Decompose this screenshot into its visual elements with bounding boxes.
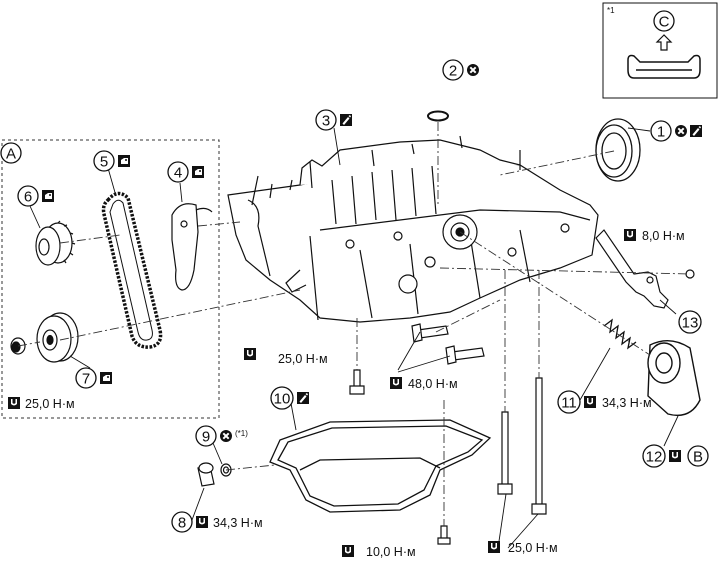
torque-wrench-icon [244, 348, 256, 360]
lower-cylinder-block [227, 135, 599, 323]
torque-wrench-icon [488, 541, 500, 553]
torque-label-8: 8,0 Н·м [624, 229, 685, 243]
oil-pan [269, 419, 492, 513]
callout-a: A [6, 146, 16, 163]
svg-text:10,0 Н·м: 10,0 Н·м [366, 545, 416, 559]
timing-chain-detail-box: A [0, 139, 220, 419]
o-ring [427, 110, 449, 122]
svg-text:11: 11 [561, 395, 577, 412]
svg-text:25,0 Н·м: 25,0 Н·м [278, 352, 328, 366]
svg-text:13: 13 [682, 315, 699, 332]
crankshaft-sprocket [36, 312, 79, 363]
torque-relief-valve: 34,3 Н·м [602, 396, 652, 410]
svg-text:5: 5 [100, 154, 108, 171]
drain-plug [197, 462, 232, 487]
torque-wrench-icon [584, 396, 596, 408]
relief-spring [603, 318, 637, 350]
callout-10: 10 [270, 386, 309, 410]
up-arrow-icon [655, 34, 673, 51]
callout-5: 5 [93, 150, 130, 172]
callout-c: C [659, 14, 670, 31]
svg-text:8,0 Н·м: 8,0 Н·м [642, 229, 685, 243]
oil-pressure-switch-bracket [595, 229, 695, 309]
footnote-ref: (*1) [235, 429, 248, 438]
torque-wrench-icon [196, 516, 208, 528]
callout-9: 9 (*1) [195, 425, 248, 447]
svg-text:10: 10 [274, 391, 291, 408]
apply-oil-icon [42, 190, 54, 202]
svg-text:4: 4 [174, 165, 182, 182]
torque-wrench-icon [342, 545, 354, 557]
torque-drain-plug: 34,3 Н·м [213, 516, 263, 530]
callout-3: 3 [315, 109, 352, 131]
svg-text:6: 6 [24, 189, 32, 206]
alignment-lines [17, 122, 691, 526]
svg-text:25,0 Н·м: 25,0 Н·м [508, 541, 558, 555]
block-bolt [349, 369, 365, 395]
callout-11: 11 34,3 Н·м [557, 390, 652, 414]
main-bearing-bolts [411, 323, 485, 365]
apply-oil-icon [100, 372, 112, 384]
svg-text:1: 1 [657, 124, 665, 141]
timing-chain [101, 191, 163, 349]
do-not-reuse-icon [466, 63, 480, 77]
callout-12: 12 B [642, 444, 709, 468]
apply-oil-icon [192, 166, 204, 178]
callout-8: 8 34,3 Н·м [171, 511, 263, 533]
seal-lip-profile [627, 54, 701, 79]
callout-4: 4 [167, 161, 204, 183]
footnote-marker: *1 [607, 6, 615, 15]
oil-filter [647, 340, 701, 417]
oil-pan-bolt [437, 525, 451, 545]
callout-7: 7 [75, 367, 112, 389]
torque-wrench-icon [8, 397, 20, 409]
do-not-reuse-icon [674, 124, 688, 138]
do-not-reuse-icon [219, 429, 233, 443]
torque-wrench-icon [390, 377, 402, 389]
callout-2: 2 [442, 59, 480, 81]
chain-tensioner [171, 203, 213, 291]
svg-text:48,0 Н·м: 48,0 Н·м [408, 377, 458, 391]
torque-label-25-mid: 25,0 Н·м [244, 348, 328, 366]
svg-text:9: 9 [202, 429, 210, 446]
callout-6: 6 [17, 185, 54, 207]
apply-oil-icon [118, 155, 130, 167]
oil-pump-sprocket [35, 220, 76, 266]
torque-wrench-icon [669, 450, 681, 462]
torque-label-25-left: 25,0 Н·м [8, 397, 75, 411]
svg-text:25,0 Н·м: 25,0 Н·м [25, 397, 75, 411]
apply-sealant-icon [690, 125, 702, 137]
callout-b: B [693, 449, 703, 466]
torque-label-10: 10,0 Н·м [342, 545, 416, 559]
torque-wrench-icon [624, 229, 636, 241]
detail-c-inset: *1 C [602, 2, 718, 99]
torque-label-48: 48,0 Н·м [390, 377, 458, 391]
svg-text:7: 7 [82, 371, 90, 388]
svg-text:12: 12 [646, 449, 663, 466]
apply-sealant-icon [297, 392, 309, 404]
callout-1: 1 [650, 120, 702, 142]
torque-label-25-bottom: 25,0 Н·м [488, 541, 558, 555]
long-studs [497, 377, 547, 515]
apply-sealant-icon [340, 114, 352, 126]
svg-text:3: 3 [322, 113, 330, 130]
callout-13: 13 [678, 310, 702, 334]
svg-text:2: 2 [449, 63, 457, 80]
svg-text:8: 8 [178, 515, 186, 532]
leader-lines [29, 127, 679, 549]
